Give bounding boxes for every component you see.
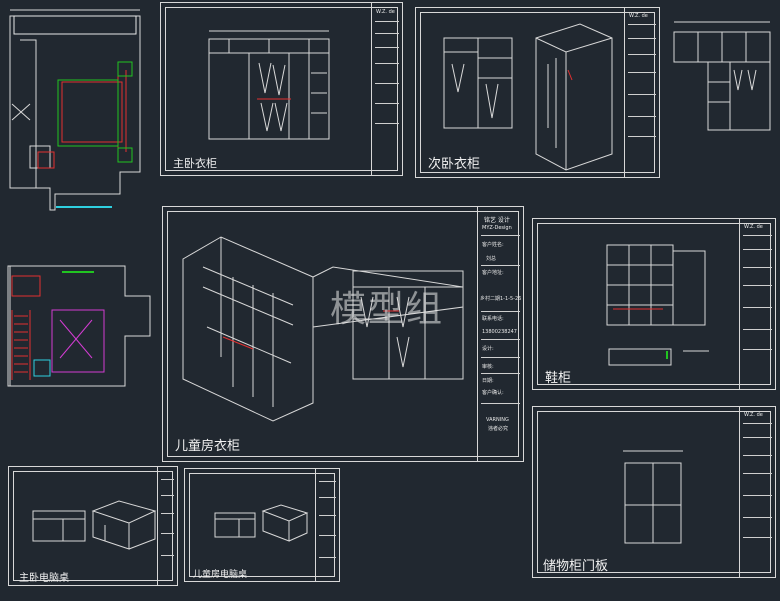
shoe-cabinet-drawings xyxy=(606,244,709,366)
watermark: 模型组 xyxy=(330,289,445,330)
title-block-brand: W.Z. de xyxy=(744,224,763,230)
sheet-title: 主卧衣柜 xyxy=(173,157,217,170)
title-block: 铭艺 设计 MYZ-Design 客户姓名: 刘总 客户地址: 乡村二期1-1-… xyxy=(477,207,523,461)
kids-desk-drawings xyxy=(214,504,309,542)
note-2: 违者必究 xyxy=(488,426,509,432)
sheet-storage-door[interactable]: W.Z. de 储物柜门板 xyxy=(532,406,776,578)
wardrobe-elevation xyxy=(673,21,771,131)
phone-label: 联系电话: xyxy=(482,316,504,322)
address-value: 乡村二期1-1-5-26 xyxy=(480,296,522,302)
title-block xyxy=(315,469,339,581)
sheet-title: 鞋柜 xyxy=(545,371,572,386)
client-value: 刘总 xyxy=(486,256,497,262)
sheet-master-wardrobe[interactable]: W.Z. de 主卧衣柜 xyxy=(160,2,403,176)
drawn-label: 设计: xyxy=(482,346,494,352)
title-block xyxy=(157,467,177,585)
company-name-en: MYZ-Design xyxy=(482,225,512,231)
sheet-master-desk[interactable]: 主卧电脑桌 xyxy=(8,466,178,586)
sheet-title: 儿童房电脑桌 xyxy=(193,570,248,580)
title-block-brand: W.Z. de xyxy=(744,412,763,418)
sheet-title: 儿童房衣柜 xyxy=(175,439,241,454)
title-block-brand: W.Z. de xyxy=(629,13,648,19)
master-desk-drawings xyxy=(32,500,157,550)
sheet-title: 主卧电脑桌 xyxy=(19,573,69,584)
company-name: 铭艺 设计 xyxy=(484,217,510,224)
sheet-kids-wardrobe[interactable]: 铭艺 设计 MYZ-Design 客户姓名: 刘总 客户地址: 乡村二期1-1-… xyxy=(162,206,524,462)
sheet-kids-desk[interactable]: 儿童房电脑桌 xyxy=(184,468,340,582)
floor-plan-master xyxy=(9,9,141,211)
title-block: W.Z. de xyxy=(624,8,659,177)
confirm-label: 客户确认: xyxy=(482,390,504,396)
wardrobe-views xyxy=(443,23,613,171)
review-label: 审核: xyxy=(482,364,494,370)
date-label: 日期: xyxy=(482,378,494,384)
sheet-shoe-cabinet[interactable]: W.Z. de 鞋柜 xyxy=(532,218,776,390)
storage-door-drawing xyxy=(623,450,683,544)
sheet-second-wardrobe[interactable]: W.Z. de 次卧衣柜 xyxy=(415,7,660,178)
address-label: 客户地址: xyxy=(482,270,504,276)
note: VARNING xyxy=(486,417,509,423)
phone-value: 13800238247 xyxy=(482,329,517,335)
wardrobe-front-view xyxy=(208,30,330,140)
client-label: 客户姓名: xyxy=(482,242,504,248)
title-block: W.Z. de xyxy=(371,3,402,175)
title-block-brand: W.Z. de xyxy=(376,9,395,15)
title-block: W.Z. de xyxy=(739,219,775,389)
title-block: W.Z. de xyxy=(739,407,775,577)
kids-wardrobe-drawings xyxy=(182,236,464,422)
sheet-title: 储物柜门板 xyxy=(543,559,609,574)
sheet-title: 次卧衣柜 xyxy=(428,157,481,172)
floor-plan-kids xyxy=(7,265,151,387)
